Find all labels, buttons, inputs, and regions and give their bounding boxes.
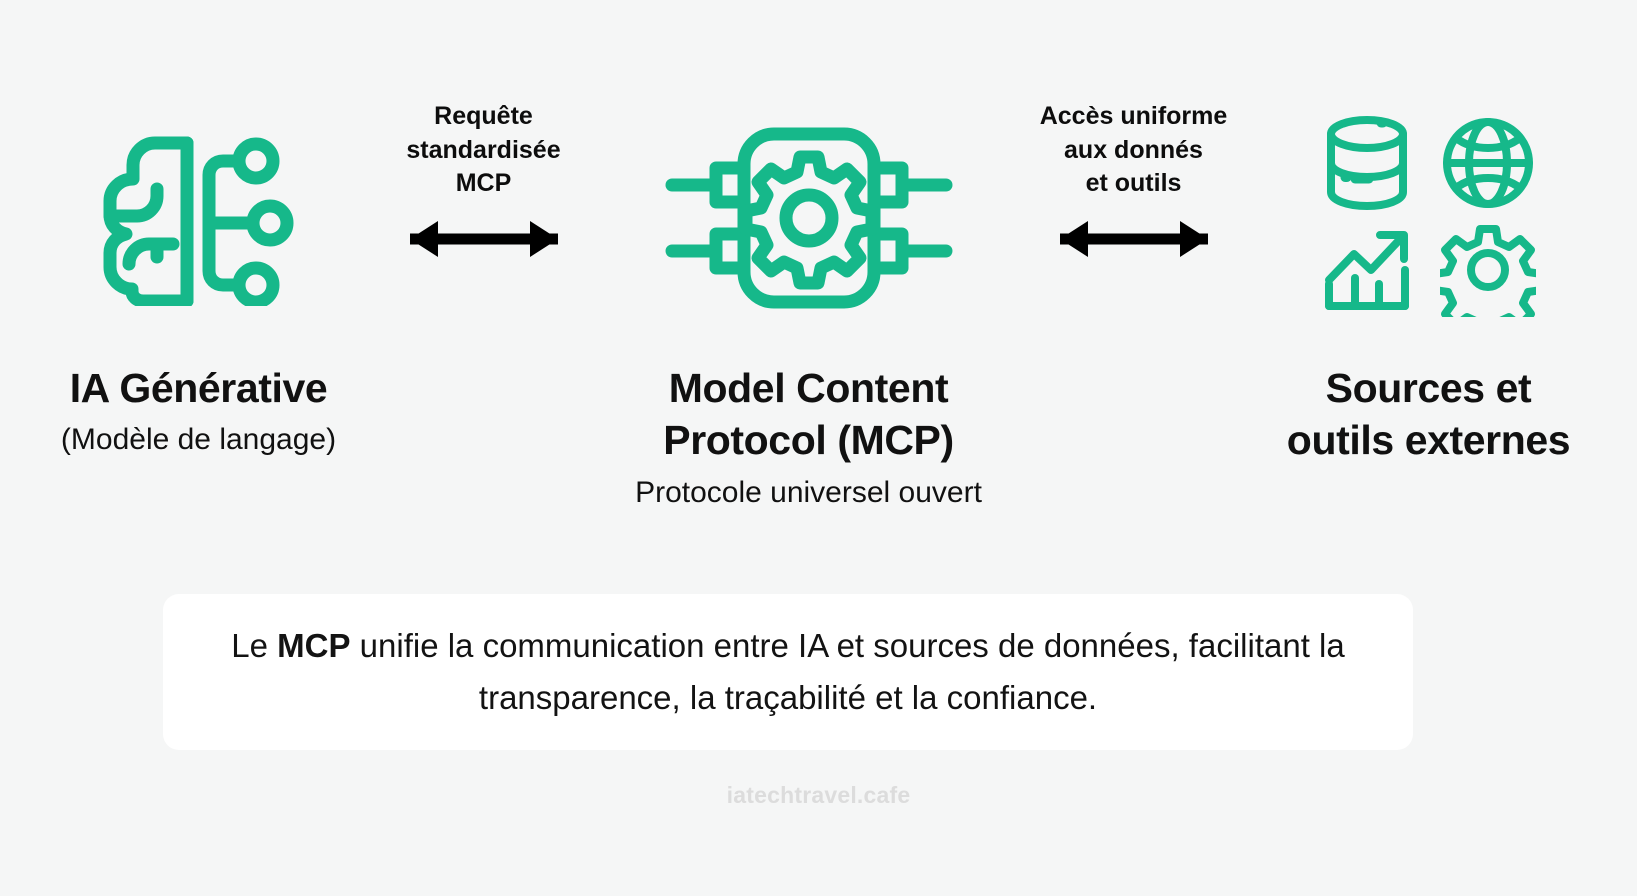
summary-card: Le MCP unifie la communication entre IA … (163, 594, 1413, 750)
brain-circuit-icon (99, 118, 299, 318)
arrow-label-right: Accès uniforme aux donnés et outils (1039, 102, 1228, 197)
node-generative-ai: IA Générative (Modèle de langage) (29, 118, 369, 459)
arrow-label-left: Requête standardisée MCP (406, 102, 561, 197)
node-title: Model Content Protocol (MCP) (663, 365, 954, 464)
summary-highlight: MCP (277, 626, 351, 664)
node-external-sources: Sources et outils externes (1249, 116, 1609, 467)
external-icons-grid (1321, 116, 1545, 339)
summary-text: Le MCP unifie la communication entre IA … (163, 620, 1413, 724)
database-icon (1321, 114, 1413, 217)
footer-watermark: iatechtravel.cafe (726, 782, 911, 808)
node-title: IA Générative (69, 365, 328, 411)
summary-prefix: Le (231, 626, 278, 664)
arrow-group-left: Requête standardisée MCP (369, 100, 599, 263)
node-subtitle: (Modèle de langage) (60, 423, 337, 457)
node-title: Sources et outils externes (1286, 365, 1571, 464)
arrow-group-right: Accès uniforme aux donnés et outils (1019, 100, 1249, 263)
globe-icon (1439, 114, 1537, 217)
gear-icon (1430, 223, 1545, 339)
node-subtitle: Protocole universel ouvert (635, 475, 982, 509)
growth-chart-icon (1321, 224, 1413, 321)
summary-suffix: unifie la communication entre IA et sour… (350, 626, 1345, 716)
node-mcp: Model Content Protocol (MCP) Protocole u… (599, 118, 1019, 512)
double-arrow-icon (1059, 220, 1208, 257)
chip-gear-icon (634, 118, 984, 318)
flow-row: IA Générative (Modèle de langage) Requêt… (29, 100, 1609, 512)
double-arrow-icon (409, 220, 558, 257)
